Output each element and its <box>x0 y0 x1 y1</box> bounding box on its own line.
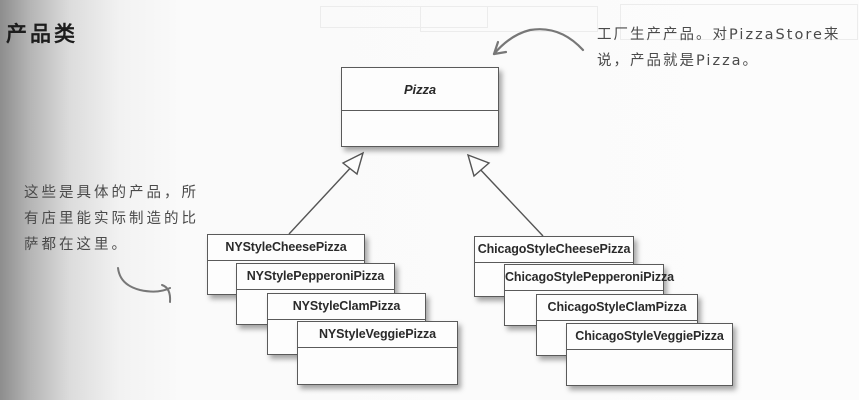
uml-class-ny-veggie[interactable]: NYStyleVeggiePizza <box>297 321 458 385</box>
inheritance-arrowhead-ny <box>341 151 365 176</box>
show-through-artifact <box>420 6 598 32</box>
handwritten-arrowhead-top <box>492 40 508 56</box>
class-name: NYStylePepperoniPizza <box>237 264 394 290</box>
annotation-concrete-products: 这些是具体的产品，所 有店里能实际制造的比 萨都在这里。 <box>24 180 199 258</box>
handwritten-arrow-curve-top <box>492 28 585 56</box>
class-name: Pizza <box>342 68 498 111</box>
class-name: NYStyleVeggiePizza <box>298 322 457 348</box>
annotation-line: 说，产品就是Pizza。 <box>597 53 760 69</box>
annotation-line: 这些是具体的产品，所 <box>24 185 199 201</box>
class-name: NYStyleCheesePizza <box>208 235 364 261</box>
class-name: ChicagoStyleVeggiePizza <box>567 324 732 350</box>
uml-class-pizza[interactable]: Pizza <box>341 67 499 147</box>
class-name: ChicagoStyleCheesePizza <box>475 237 633 263</box>
annotation-line: 工厂生产产品。对PizzaStore来 <box>597 27 841 43</box>
inheritance-line-ny <box>288 162 356 235</box>
uml-class-chicago-veggie[interactable]: ChicagoStyleVeggiePizza <box>566 323 733 386</box>
class-name: ChicagoStylePepperoniPizza <box>505 265 674 291</box>
class-name: ChicagoStyleClamPizza <box>537 295 697 321</box>
show-through-artifact <box>320 6 488 28</box>
section-title: 产品类 <box>6 22 78 46</box>
inheritance-line-chicago <box>476 165 544 237</box>
annotation-line: 萨都在这里。 <box>24 237 129 253</box>
show-through-artifact <box>620 4 858 40</box>
inheritance-arrowhead-chicago <box>466 153 491 178</box>
handwritten-arrowhead-left <box>161 284 172 303</box>
handwritten-arrow-curve-left <box>117 267 171 293</box>
annotation-factory-product: 工厂生产产品。对PizzaStore来 说，产品就是Pizza。 <box>597 22 840 74</box>
class-name: NYStyleClamPizza <box>268 294 425 320</box>
annotation-line: 有店里能实际制造的比 <box>24 211 199 227</box>
